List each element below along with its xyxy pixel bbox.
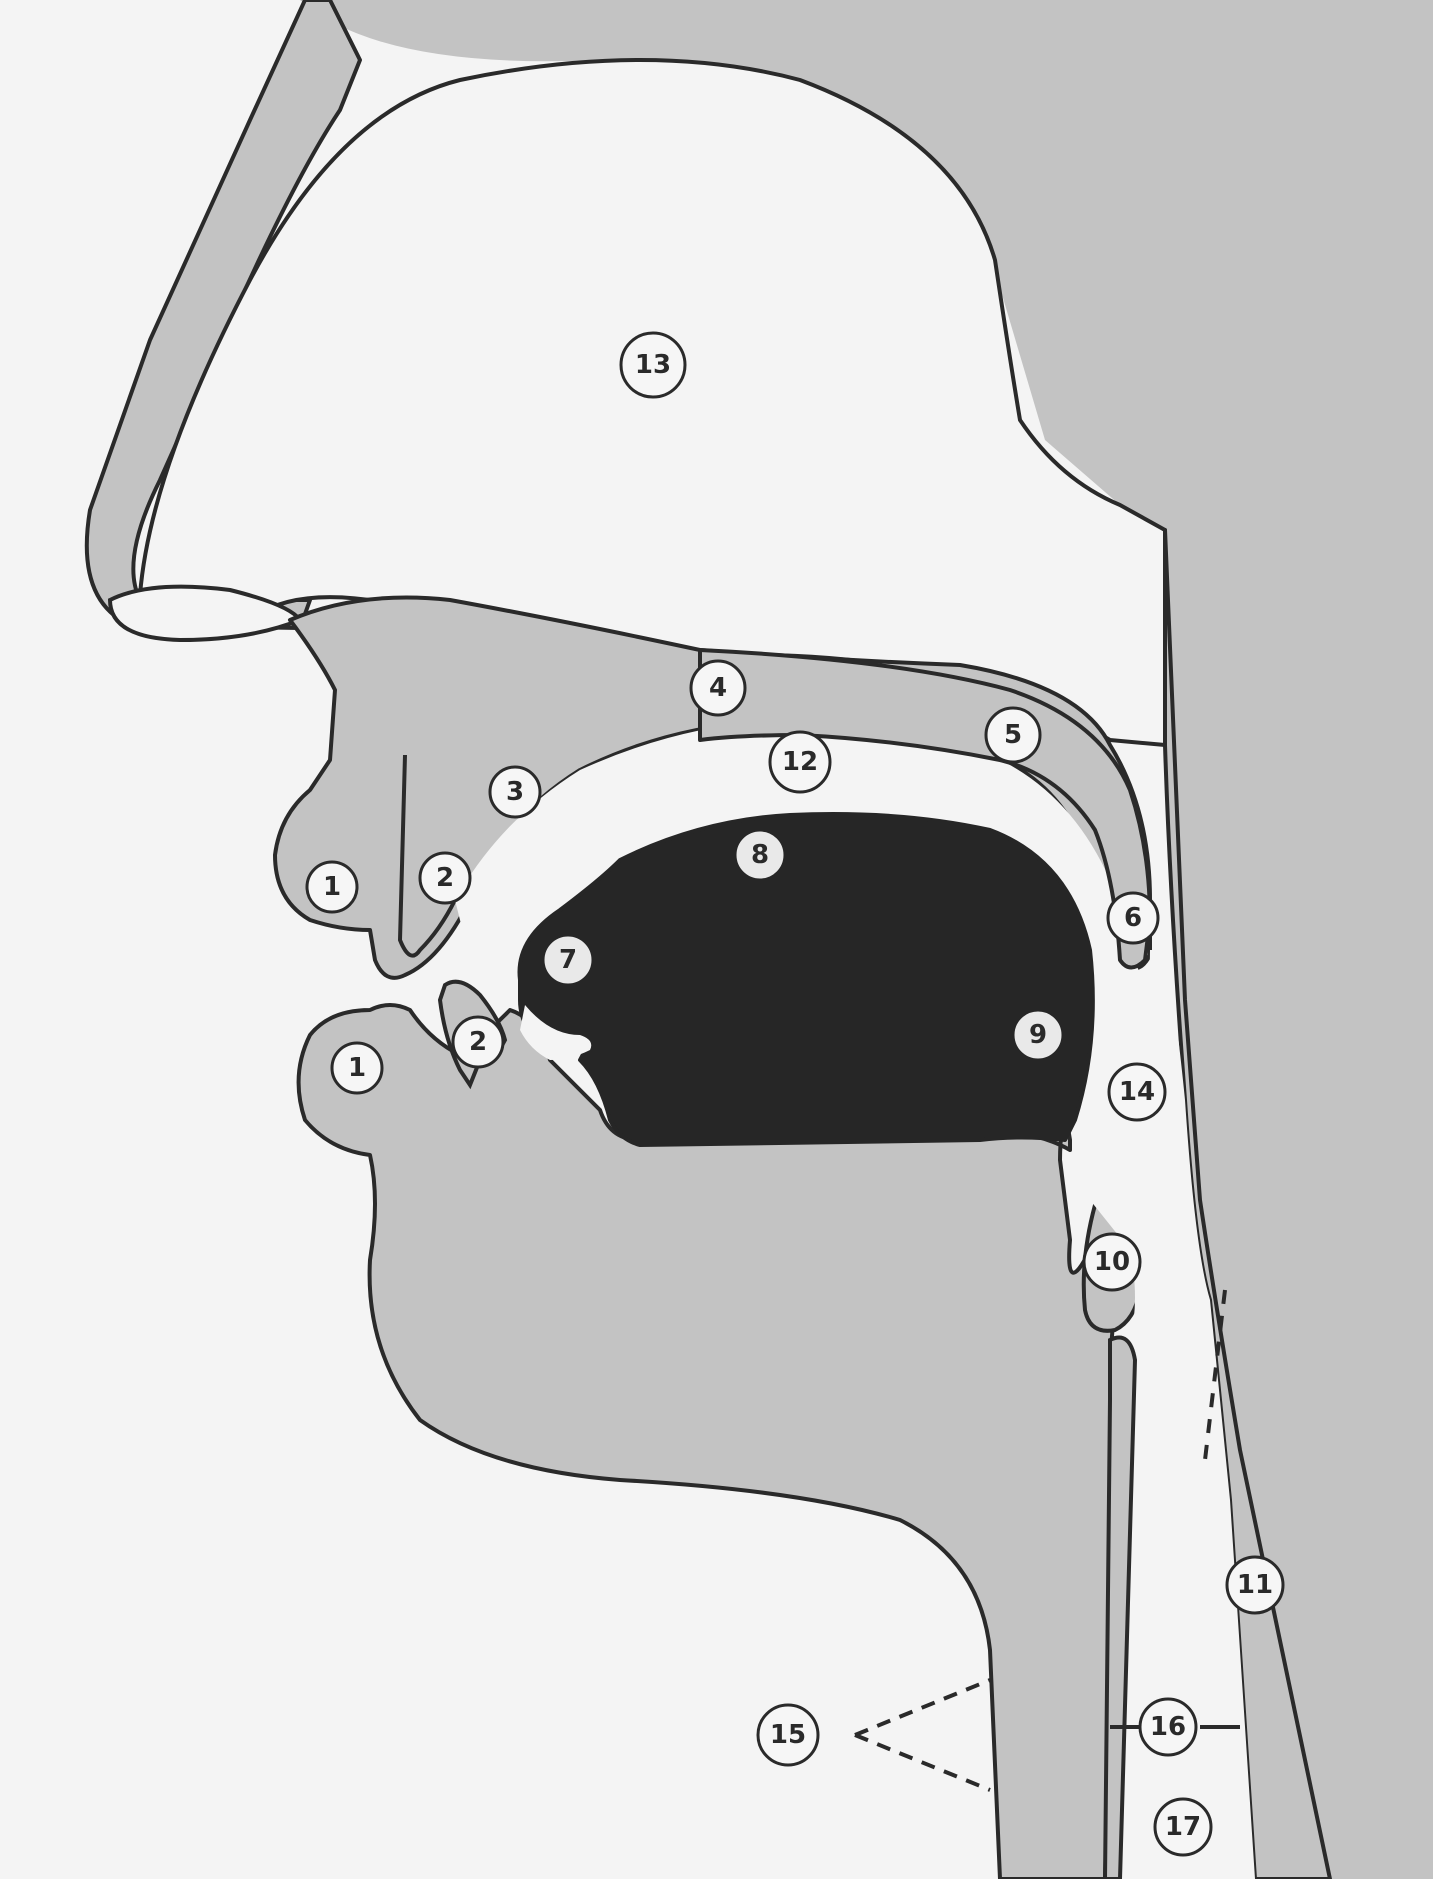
svg-text:13: 13 [635,350,671,380]
marker-8-tongue-front: 8 [738,833,782,877]
marker-1-lower-lip: 1 [332,1043,382,1093]
marker-1-upper-lip: 1 [307,862,357,912]
marker-2-lower-teeth: 2 [453,1017,503,1067]
marker-13-nasal-cavity: 13 [621,333,685,397]
marker-14-pharyngeal-cavity: 14 [1109,1064,1165,1120]
svg-text:3: 3 [506,777,524,807]
marker-9-tongue-back: 9 [1016,1013,1060,1057]
svg-text:6: 6 [1124,903,1142,933]
svg-text:1: 1 [348,1053,366,1083]
svg-text:15: 15 [770,1720,806,1750]
marker-10-epiglottis: 10 [1084,1234,1140,1290]
svg-text:5: 5 [1004,720,1022,750]
svg-text:2: 2 [469,1027,487,1057]
marker-2-upper-teeth: 2 [420,853,470,903]
marker-7-tongue-tip: 7 [546,938,590,982]
svg-text:9: 9 [1029,1020,1047,1050]
marker-3-alveolar-ridge: 3 [490,767,540,817]
vocal-fold-pointer-lower [855,1735,990,1790]
tongue [520,814,1093,1145]
marker-12-oral-cavity: 12 [770,732,830,792]
vocal-fold-pointer-upper [855,1680,990,1735]
marker-6-uvula: 6 [1108,893,1158,943]
marker-11-pharynx-wall: 11 [1227,1557,1283,1613]
svg-text:14: 14 [1119,1077,1155,1107]
marker-4-hard-palate: 4 [691,661,745,715]
svg-text:1: 1 [323,872,341,902]
svg-text:17: 17 [1165,1812,1201,1842]
svg-text:11: 11 [1237,1570,1273,1600]
svg-text:12: 12 [782,747,818,777]
svg-text:2: 2 [436,863,454,893]
svg-text:8: 8 [751,840,769,870]
svg-text:7: 7 [559,945,577,975]
marker-16-glottis: 16 [1140,1699,1196,1755]
svg-text:10: 10 [1094,1247,1130,1277]
marker-15-vocal-folds: 15 [758,1705,818,1765]
svg-text:16: 16 [1150,1712,1186,1742]
marker-17-trachea: 17 [1155,1799,1211,1855]
svg-text:4: 4 [709,673,727,703]
marker-5-soft-palate: 5 [986,708,1040,762]
